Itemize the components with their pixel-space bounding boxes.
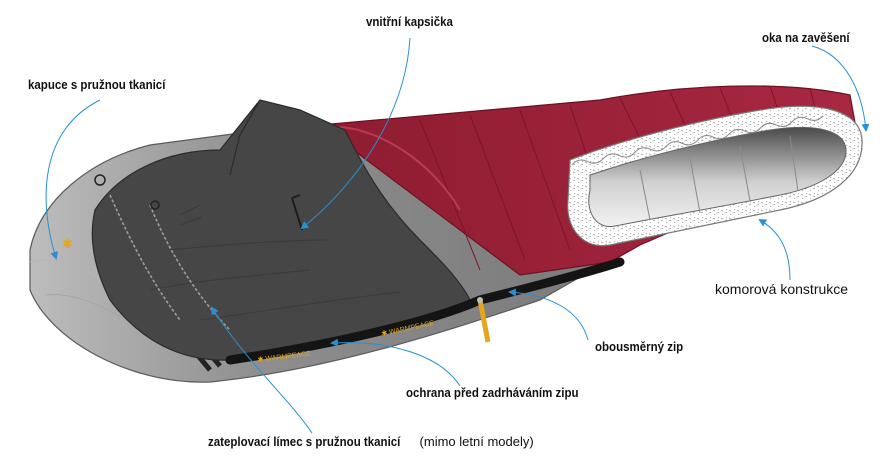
- label-hanging-loop: oka na zavěšení: [762, 31, 850, 45]
- label-inner-pocket: vnitřní kapsička: [366, 15, 453, 29]
- label-hood: kapuce s pružnou tkanicí: [28, 78, 166, 92]
- label-chamber: komorová konstrukce: [715, 281, 849, 297]
- hood-brand-mark: ✱: [62, 236, 73, 251]
- arrow-chamber: [758, 218, 791, 281]
- label-zip-guard: ochrana před zadrháváním zipu: [406, 386, 579, 400]
- arrow-zipper: [508, 288, 589, 341]
- label-collar-note: (mimo letní modely): [419, 434, 534, 449]
- elastic-cord: [109, 194, 231, 331]
- zipper-track: [225, 257, 625, 365]
- arrow-collar: [210, 306, 313, 434]
- arrow-hood: [45, 99, 101, 260]
- arrow-zip-guard: [330, 338, 461, 387]
- label-zipper: obousměrný zip: [595, 340, 684, 354]
- label-collar: zateplovací límec s pružnou tkanicí: [208, 435, 401, 449]
- leader-arrows: [45, 37, 870, 434]
- arrow-inner-pocket: [300, 37, 411, 230]
- collar-label-group: zateplovací límec s pružnou tkanicí (mim…: [208, 433, 534, 451]
- arrow-hanging-loop: [811, 45, 870, 132]
